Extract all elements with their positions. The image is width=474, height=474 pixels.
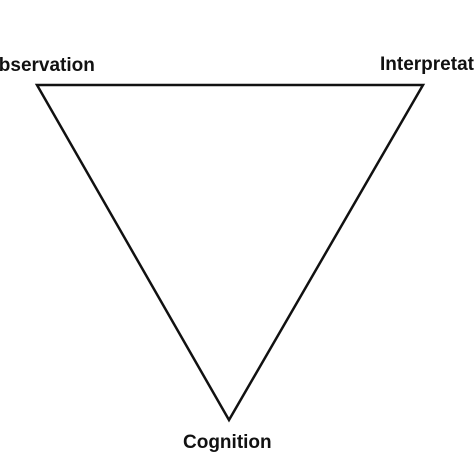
vertex-label-observation: Observation [0, 55, 95, 76]
vertex-label-cognition: Cognition [183, 432, 272, 453]
inverted-triangle [34, 83, 426, 423]
vertex-label-interpretation: Interpretation [380, 54, 474, 75]
